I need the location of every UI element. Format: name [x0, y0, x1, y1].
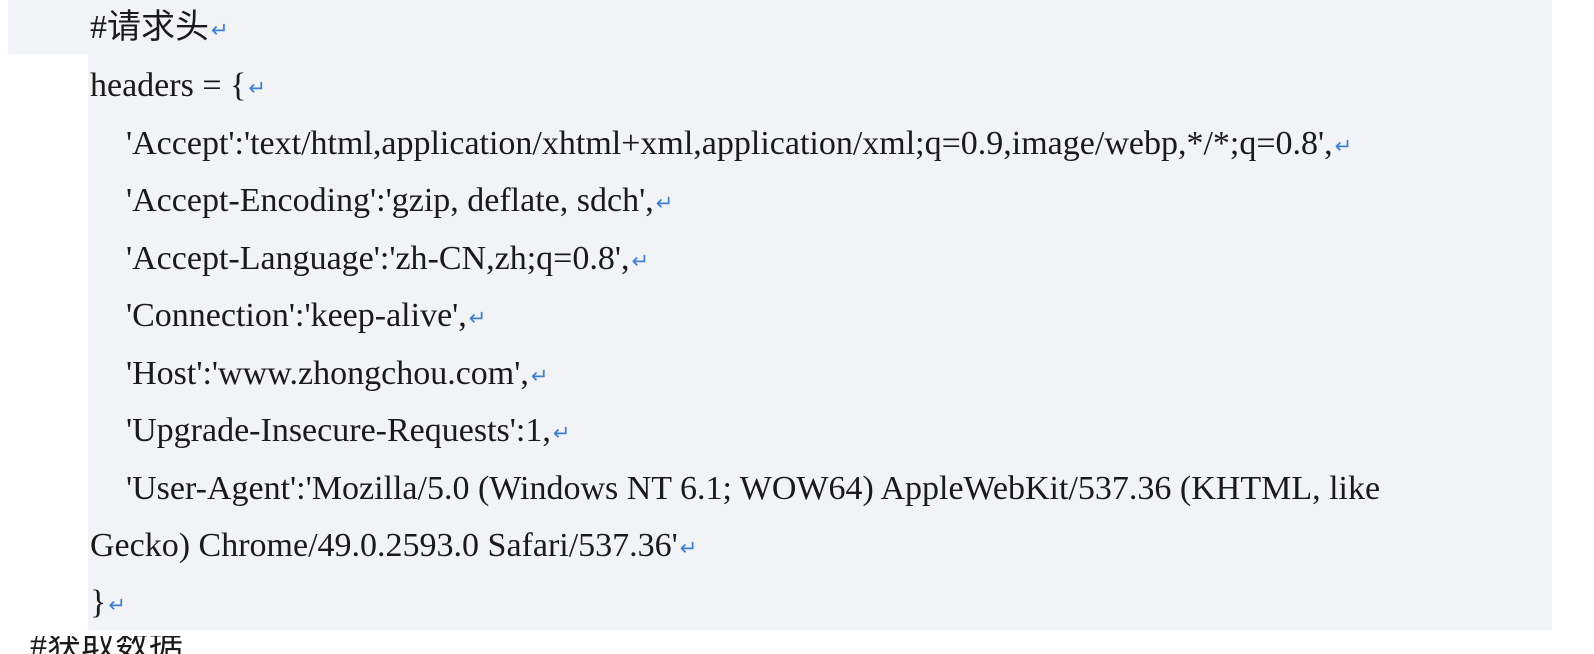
- code-block-shading-top: [8, 0, 1552, 54]
- code-line[interactable]: 'Accept':'text/html,application/xhtml+xm…: [126, 124, 1352, 164]
- paragraph-mark-icon: ↵: [655, 191, 674, 215]
- code-line-text: 'Connection':'keep-alive',: [126, 297, 467, 334]
- code-line-text: headers = {: [90, 67, 247, 104]
- paragraph-mark-icon: ↵: [530, 364, 549, 388]
- code-line[interactable]: headers = {↵: [90, 66, 266, 106]
- paragraph-mark-icon: ↵: [108, 593, 126, 617]
- code-line-text: 'User-Agent':'Mozilla/5.0 (Windows NT 6.…: [126, 470, 1381, 507]
- code-line-text: 'Upgrade-Insecure-Requests':1,: [126, 412, 551, 449]
- paragraph-mark-icon: ↵: [468, 306, 487, 330]
- code-line-text: 'Host':'www.zhongchou.com',: [126, 355, 529, 392]
- code-line[interactable]: 'Upgrade-Insecure-Requests':1,↵: [126, 411, 570, 451]
- next-line-partial-text: #获取数据: [30, 636, 270, 654]
- code-line[interactable]: 'User-Agent':'Mozilla/5.0 (Windows NT 6.…: [126, 469, 1380, 509]
- code-line[interactable]: #请求头↵: [90, 8, 229, 48]
- code-block-shading: [88, 54, 1552, 630]
- code-line-text: }: [90, 584, 107, 621]
- paragraph-mark-icon: ↵: [1334, 134, 1353, 158]
- code-line[interactable]: 'Connection':'keep-alive',↵: [126, 296, 486, 336]
- code-line-text: Gecko) Chrome/49.0.2593.0 Safari/537.36': [90, 527, 678, 564]
- code-line[interactable]: }↵: [90, 583, 126, 623]
- code-line-text: #请求头: [90, 9, 209, 46]
- code-line[interactable]: Gecko) Chrome/49.0.2593.0 Safari/537.36'…: [90, 526, 697, 566]
- code-line[interactable]: 'Accept-Language':'zh-CN,zh;q=0.8',↵: [126, 239, 649, 279]
- code-line[interactable]: 'Host':'www.zhongchou.com',↵: [126, 354, 548, 394]
- code-line-text: 'Accept-Language':'zh-CN,zh;q=0.8',: [126, 240, 630, 277]
- paragraph-mark-icon: ↵: [552, 421, 571, 445]
- paragraph-mark-icon: ↵: [211, 18, 229, 42]
- code-line[interactable]: 'Accept-Encoding':'gzip, deflate, sdch',…: [126, 181, 673, 221]
- paragraph-mark-icon: ↵: [631, 249, 650, 273]
- code-line-text: 'Accept-Encoding':'gzip, deflate, sdch',: [126, 182, 654, 219]
- code-line-text: 'Accept':'text/html,application/xhtml+xm…: [126, 125, 1333, 162]
- paragraph-mark-icon: ↵: [248, 76, 266, 100]
- next-line-partial: #获取数据: [30, 636, 270, 654]
- paragraph-mark-icon: ↵: [679, 536, 698, 560]
